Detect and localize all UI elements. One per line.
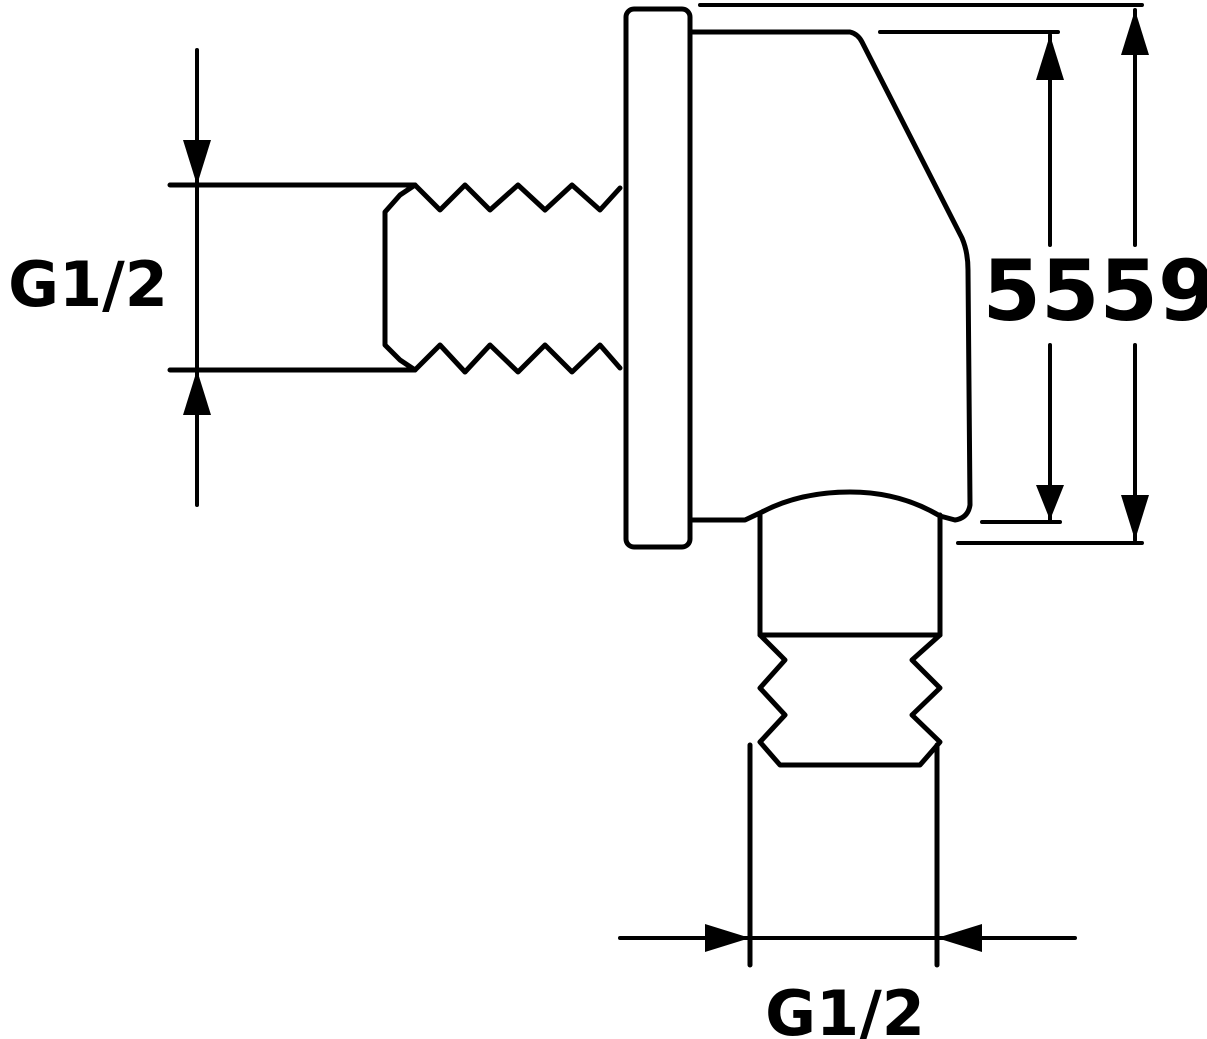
bottom-fitting (747, 512, 943, 968)
left-thread-label: G1/2 (8, 248, 168, 321)
inner-height-label: 55 (983, 242, 1100, 340)
outlet-body (687, 29, 973, 523)
outer-height-label: 59 (1100, 242, 1207, 340)
left-fitting (167, 182, 623, 375)
wall-plate (623, 6, 693, 550)
bottom-dimension: G1/2 (618, 924, 1077, 1039)
dimension-59: 59 (698, 3, 1207, 545)
bottom-thread-label: G1/2 (765, 977, 925, 1039)
dimension-55: 55 (878, 30, 1100, 524)
left-dimension: G1/2 (8, 48, 211, 507)
